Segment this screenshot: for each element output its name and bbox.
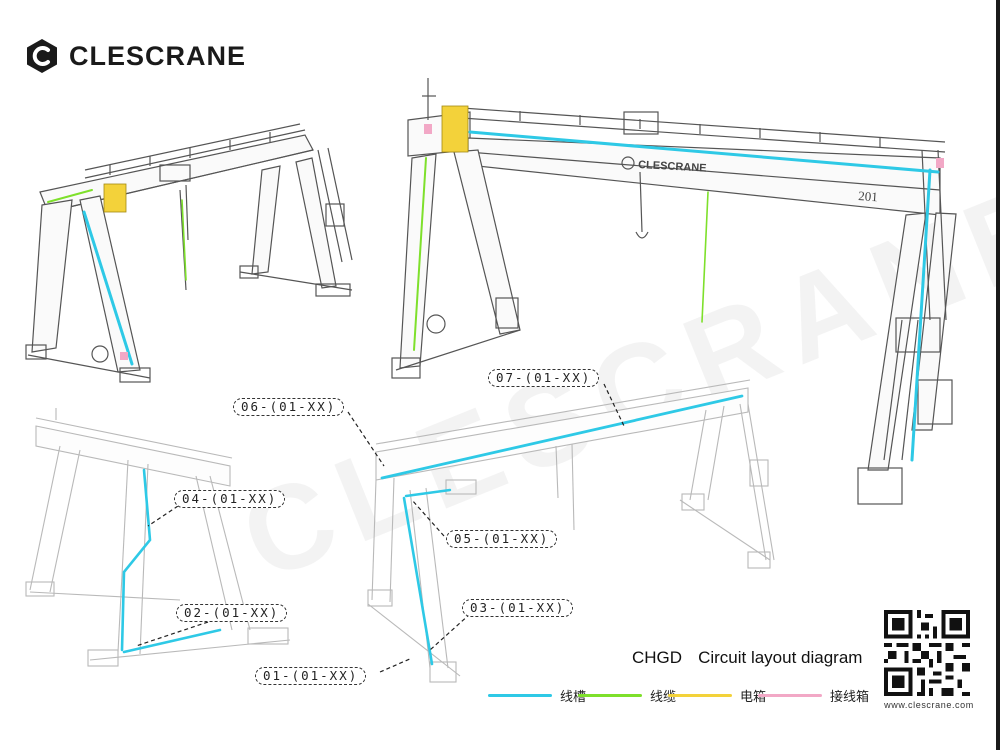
legend-label: 接线箱: [830, 690, 870, 705]
clescrane-logo-icon: [27, 39, 57, 73]
legend-label: 线缆: [650, 690, 677, 705]
right-edge-bar: [996, 0, 1000, 750]
callout-07: 07-(01-XX): [488, 369, 600, 387]
legend-item-junction-box: 接线箱: [758, 686, 869, 705]
legend-swatch: [488, 694, 552, 697]
legend-item-cable: 线缆: [578, 686, 676, 705]
callout-01: 01-(01-XX): [255, 667, 367, 685]
callout-05: 05-(01-XX): [446, 530, 558, 548]
crane-top-right: [391, 78, 957, 505]
qr-code-icon: [884, 610, 970, 696]
crane-top-left-circuits: [47, 183, 187, 366]
crane-top-right-markings: CLESCRANE 201: [621, 156, 878, 204]
diagram-title: CHGD Circuit layout diagram: [632, 648, 862, 668]
callout-04: 04-(01-XX): [174, 490, 286, 508]
callout-06: 06-(01-XX): [233, 398, 345, 416]
crane-top-left: [25, 123, 353, 383]
callout-03: 03-(01-XX): [462, 599, 574, 617]
legend-label: 线槽: [560, 690, 587, 705]
model-code: CHGD: [632, 648, 683, 667]
crane-top-right-circuits: [413, 105, 944, 462]
legend-swatch: [578, 694, 642, 697]
callout-02: 02-(01-XX): [176, 604, 288, 622]
legend-swatch: [668, 694, 732, 697]
legend-swatch: [758, 694, 822, 697]
website-url: www.clescrane.com: [884, 700, 974, 710]
brand-logo: CLESCRANE: [24, 38, 246, 74]
nameplate-logo-icon: [621, 156, 635, 170]
crane-bottom-left-circuits: [120, 468, 222, 654]
crane-number: 201: [858, 188, 878, 204]
crane-bottom-center-circuits: [380, 394, 744, 666]
legend-item-cable-tray: 线槽: [488, 686, 586, 705]
crane-nameplate: CLESCRANE: [638, 159, 707, 175]
diagram-name: Circuit layout diagram: [698, 648, 863, 667]
brand-name: CLESCRANE: [69, 40, 247, 71]
callout-leaders: [135, 383, 625, 673]
legend-label: 电箱: [740, 690, 767, 705]
legend-item-electric-box: 电箱: [668, 686, 766, 705]
